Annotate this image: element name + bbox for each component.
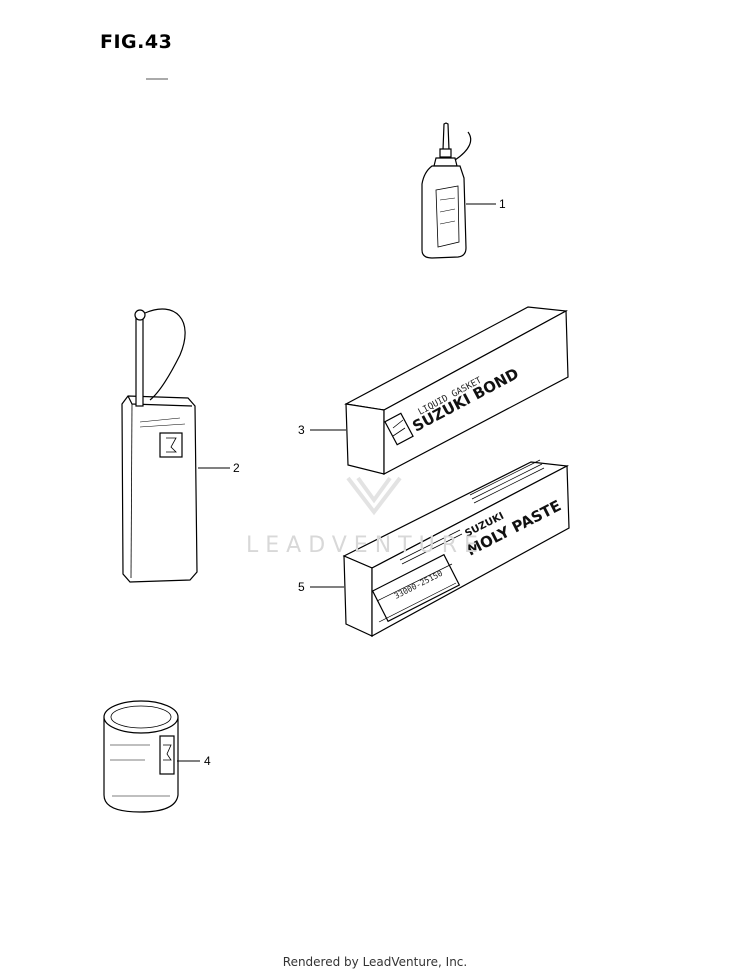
- callout-1: 1: [499, 197, 506, 211]
- part-5-moly-paste-box[interactable]: [342, 459, 570, 638]
- callout-4: 4: [204, 754, 211, 768]
- callout-5: 5: [298, 580, 305, 594]
- part-2-oil-can[interactable]: [121, 308, 198, 583]
- figure-title: FIG.43: [100, 31, 173, 53]
- part-4-tin-can[interactable]: [103, 700, 179, 813]
- part-3-suzuki-bond-box[interactable]: [344, 306, 569, 475]
- watermark-text: LEADVENTURE: [246, 533, 485, 558]
- callout-lines: [177, 203, 496, 762]
- callout-2: 2: [233, 461, 240, 475]
- callout-3: 3: [298, 423, 305, 437]
- footer-credit: Rendered by LeadVenture, Inc.: [282, 955, 468, 969]
- part-1-bottle[interactable]: [421, 122, 472, 259]
- watermark-logo: [346, 476, 402, 516]
